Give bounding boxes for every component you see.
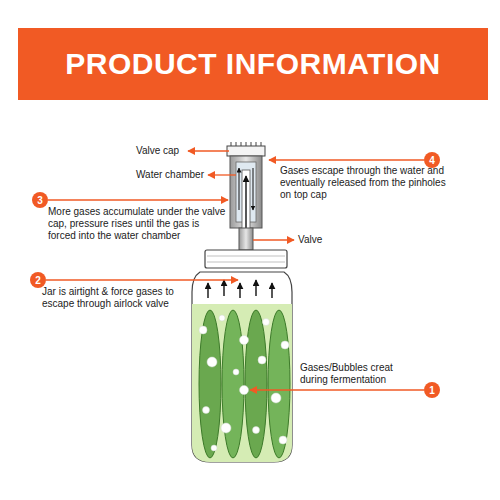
callout-circle: 1 xyxy=(424,382,440,398)
annotation-label: Jar is airtight & force gases to escape … xyxy=(42,286,188,310)
callout-number: 4 xyxy=(429,155,435,166)
annotation-label: Gases escape through the water and event… xyxy=(280,165,455,201)
callout-number: 3 xyxy=(37,195,43,206)
annotation-label: Valve cap xyxy=(136,145,179,157)
annotation-label: Valve xyxy=(298,234,322,246)
annotation-label: Gases/Bubbles creat during fermentation xyxy=(300,362,422,386)
callout-circle: 3 xyxy=(32,192,48,208)
callout-circle: 2 xyxy=(30,272,46,288)
callout-number: 1 xyxy=(429,385,435,396)
title-banner: PRODUCT INFORMATION xyxy=(18,28,488,100)
airlock-valve xyxy=(227,142,265,250)
title: PRODUCT INFORMATION xyxy=(65,47,441,81)
mason-jar xyxy=(190,250,295,464)
annotation-label: Water chamber xyxy=(136,169,204,181)
annotation-label: More gases accumulate under the valve ca… xyxy=(48,206,226,242)
callout-number: 2 xyxy=(35,275,41,286)
